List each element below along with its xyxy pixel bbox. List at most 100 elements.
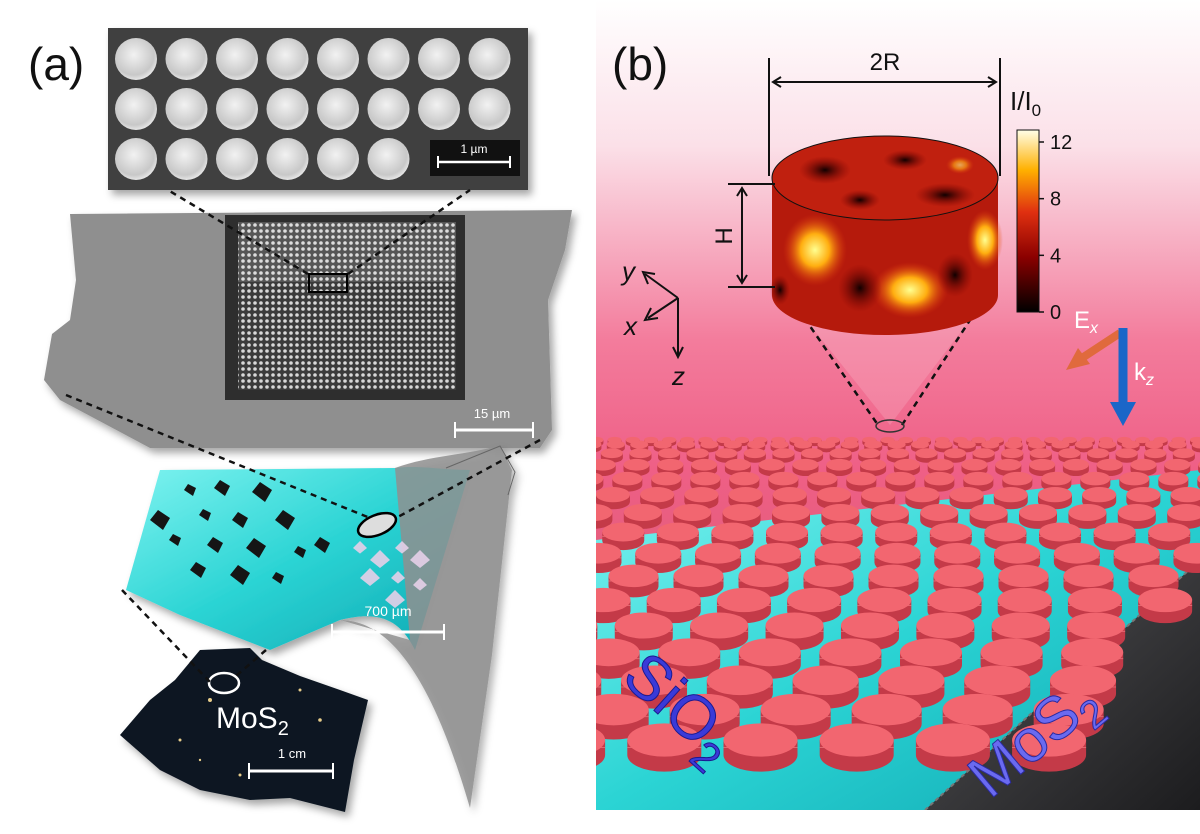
nanodisk <box>819 723 894 772</box>
flake <box>252 482 272 502</box>
flake <box>272 572 284 584</box>
sem-disk <box>317 138 359 180</box>
nanodisk <box>556 459 582 476</box>
colorbar-tick-label: 0 <box>1050 302 1061 324</box>
colorbar-tick-label: 8 <box>1050 189 1061 211</box>
nanodisk <box>571 437 585 446</box>
nanodisk <box>1074 440 1093 453</box>
sem-disk <box>266 138 309 180</box>
nanodisk <box>516 543 562 573</box>
flake <box>230 565 250 585</box>
sem-disk <box>367 138 410 180</box>
nanodisk <box>792 458 819 477</box>
sem-disk <box>266 38 309 80</box>
flake <box>370 550 390 568</box>
nanodisk <box>596 472 604 491</box>
colorbar-title: I/I0 <box>1010 86 1041 120</box>
nanodisk <box>1173 542 1200 573</box>
nanodisk <box>596 440 602 452</box>
nanodisk <box>596 504 613 529</box>
nanodisk <box>1197 474 1200 489</box>
sem-disk <box>418 38 460 80</box>
nanodisk <box>1119 471 1150 492</box>
nanodisk <box>623 458 650 477</box>
film-selection-ellipse <box>356 511 398 539</box>
sem-disk <box>115 38 157 80</box>
scalebar-15um-label: 15 µm <box>474 406 510 421</box>
nanodisk <box>961 458 988 477</box>
sem-disk <box>216 38 258 80</box>
nanodisk <box>506 588 560 623</box>
dimension-2r <box>768 58 1001 176</box>
sem-disk <box>216 88 258 130</box>
flake <box>232 512 248 528</box>
coordinate-axes <box>641 270 684 360</box>
nanodisk <box>1148 522 1191 551</box>
scalebar-700um-label: 700 µm <box>365 603 412 619</box>
flake <box>275 510 295 530</box>
flake <box>207 537 223 553</box>
nanodisk <box>1012 723 1087 772</box>
nanodisk <box>981 440 1000 453</box>
sem-disk <box>165 38 208 80</box>
axis-y-label: y <box>620 256 637 286</box>
sem-disk <box>317 38 359 80</box>
flake <box>246 538 266 558</box>
scalebar-1um-label: 1 µm <box>461 142 488 156</box>
nanodisk <box>552 487 586 509</box>
nanodisk <box>1068 503 1107 529</box>
nanodisk <box>560 440 578 452</box>
flake <box>214 480 230 496</box>
sem-disk <box>115 88 157 130</box>
bulk-selection-ellipse <box>207 671 241 695</box>
zoom-connectors-a <box>65 188 541 683</box>
nanodisk <box>656 522 699 551</box>
colorbar-tick-label: 12 <box>1050 132 1072 154</box>
flake <box>190 562 206 578</box>
nanodisk <box>548 523 590 550</box>
flake <box>353 541 367 554</box>
nanodisk <box>608 564 659 598</box>
panel-b-label: (b) <box>612 38 668 90</box>
nanodisk <box>534 472 564 492</box>
nanodisk <box>944 448 967 463</box>
nanodisk <box>525 504 563 529</box>
nanodisk <box>738 638 801 679</box>
sem-disk <box>165 138 208 180</box>
nanodisk <box>596 458 616 477</box>
dimension-h-label: H <box>711 227 738 244</box>
k-vector-label: kz <box>1134 359 1154 389</box>
sem-disk <box>418 88 460 130</box>
nanodisk <box>1138 587 1193 624</box>
nanodisk <box>1130 458 1157 477</box>
axis-z-label: z <box>671 361 685 391</box>
panel-a-label: (a) <box>28 38 84 90</box>
axis-x-label: x <box>622 311 638 341</box>
nanodisk <box>623 503 662 529</box>
scalebar-1um: 1 µm <box>430 140 520 176</box>
flake <box>169 534 181 546</box>
e-field-arrow <box>1066 329 1123 370</box>
bulk-mos2-label: MoS2 <box>216 702 289 740</box>
nanodisk <box>743 448 766 463</box>
dimension-2r-label: 2R <box>870 49 901 76</box>
sem-disk <box>367 38 410 80</box>
nanodisk <box>627 723 702 772</box>
flake <box>391 571 405 584</box>
nanodisk <box>1115 448 1138 463</box>
nanodisk <box>553 437 567 446</box>
flake <box>410 550 430 568</box>
zoom-box <box>308 273 348 293</box>
nanodisk <box>885 471 916 492</box>
nanodisk <box>826 458 853 477</box>
flake <box>150 510 170 530</box>
flake <box>294 546 306 558</box>
nanodisk <box>488 694 558 740</box>
nanodisk <box>596 542 622 573</box>
scalebar-1cm-label: 1 cm <box>278 746 306 761</box>
sem-disk <box>468 38 511 80</box>
nanodisk <box>1191 440 1200 453</box>
